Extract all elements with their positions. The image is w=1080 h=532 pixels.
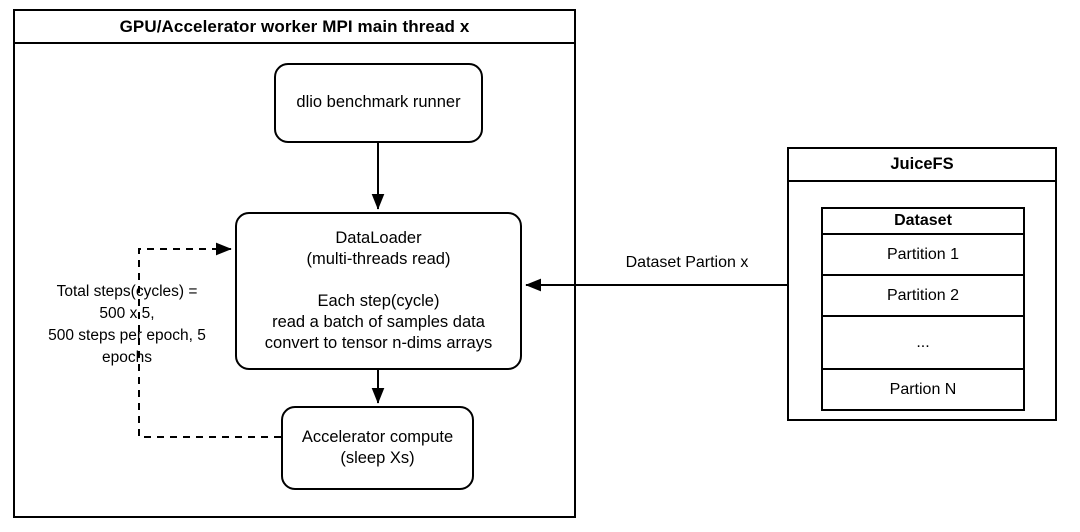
dataset-table-row[interactable]: ...: [821, 317, 1025, 370]
node-dataloader-label: DataLoader (multi-threads read) Each ste…: [264, 228, 493, 353]
storage-panel-title: JuiceFS: [890, 154, 954, 173]
loop-annotation: Total steps(cycles) = 500 x 5, 500 steps…: [48, 283, 206, 366]
dataset-table-row[interactable]: Partition 1: [821, 235, 1025, 276]
worker-panel-title-bar: GPU/Accelerator worker MPI main thread x: [13, 9, 576, 44]
node-dlio-benchmark-runner-label: dlio benchmark runner: [296, 93, 461, 112]
dataset-table-row[interactable]: Partition 2: [821, 276, 1025, 317]
edge-label-dataset-partition: Dataset Partion x: [625, 254, 749, 271]
node-accelerator-compute-label: Accelerator compute (sleep Xs): [301, 427, 454, 467]
dataset-table-row-label: Partition 1: [886, 245, 960, 263]
dataset-table-row[interactable]: Partion N: [821, 370, 1025, 411]
dataset-table-header-label: Dataset: [894, 212, 952, 229]
dataset-table-header: Dataset: [821, 207, 1025, 235]
node-dlio-benchmark-runner[interactable]: dlio benchmark runner: [274, 63, 483, 143]
dataset-table-row-label: Partition 2: [886, 286, 960, 304]
dataset-table-row-label: Partion N: [889, 380, 957, 398]
dataset-table-row-label: ...: [916, 333, 930, 351]
worker-panel-title: GPU/Accelerator worker MPI main thread x: [119, 16, 470, 36]
storage-panel-title-bar: JuiceFS: [787, 147, 1057, 182]
node-accelerator-compute[interactable]: Accelerator compute (sleep Xs): [281, 406, 474, 490]
node-dataloader[interactable]: DataLoader (multi-threads read) Each ste…: [235, 212, 522, 370]
